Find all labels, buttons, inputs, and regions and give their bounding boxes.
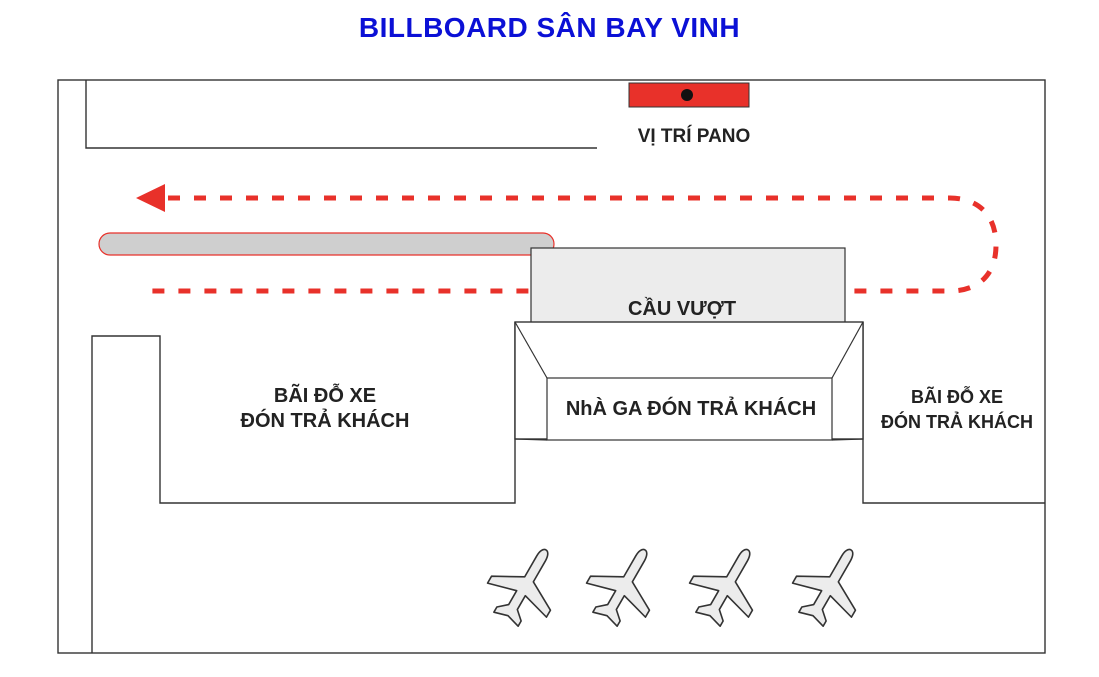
terminal-inner <box>546 377 833 441</box>
parking-right-label-line2: ĐÓN TRẢ KHÁCH <box>881 411 1033 432</box>
terminal-edge-br <box>831 438 864 441</box>
airplane-icon <box>475 532 577 637</box>
diagram-title: BILLBOARD SÂN BAY VINH <box>358 12 741 43</box>
route-arrow-icon <box>136 184 165 212</box>
site-boundary <box>57 79 1046 654</box>
parking-left-outline <box>91 322 516 653</box>
overpass-block <box>530 247 846 325</box>
terminal-edge-bl <box>514 438 548 441</box>
billboard-dot <box>681 89 693 101</box>
terminal-label: NhÀ GA ĐÓN TRẢ KHÁCH <box>566 396 816 420</box>
pano-label: VỊ TRÍ PANO <box>638 125 751 147</box>
overpass-label: CẦU VƯỢT <box>628 297 736 320</box>
parking-left-label-line1: BÃI ĐỖ XE <box>274 383 376 407</box>
terminal-edge-tr <box>831 321 864 379</box>
terminal-edge-tl <box>514 321 548 379</box>
road-bar <box>98 232 555 256</box>
airplane-icon <box>780 532 882 637</box>
parking-right-label-line1: BÃI ĐỖ XE <box>911 386 1003 407</box>
route-path <box>145 195 999 294</box>
airplane-icon <box>677 532 779 637</box>
parking-left-label-line2: ĐÓN TRẢ KHÁCH <box>241 408 410 432</box>
airplane-icon <box>574 532 676 637</box>
road-outline <box>85 80 597 149</box>
